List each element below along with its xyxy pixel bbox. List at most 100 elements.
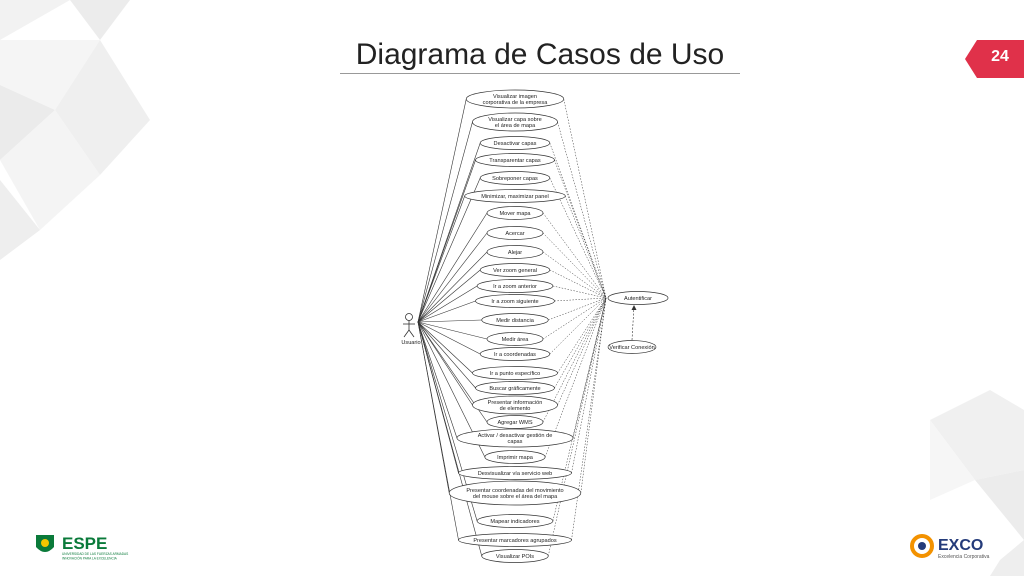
use-case-label: Desactivar capas — [494, 141, 537, 147]
use-case-label: Agregar WMS — [497, 420, 532, 426]
include-line — [580, 297, 607, 494]
actor-head — [405, 313, 413, 321]
association-line — [417, 321, 458, 439]
include-line — [554, 159, 607, 299]
slide-title: Diagrama de Casos de Uso — [355, 38, 725, 71]
exco-logo-sub: Excelencia Corporativa — [938, 554, 990, 560]
association-line — [417, 321, 488, 340]
association-line — [417, 321, 483, 557]
espe-logo-sub2: INNOVACIÓN PARA LA EXCELENCIA — [62, 556, 118, 561]
association-line — [417, 321, 473, 406]
use-case: Agregar WMS — [486, 415, 544, 429]
use-case: Acercar — [486, 226, 544, 240]
use-case: Imprimir mapa — [484, 450, 546, 464]
use-case-label: Ir a punto específico — [490, 371, 540, 377]
use-case-ellipse — [475, 294, 555, 308]
use-case-label: Sobreponer capas — [492, 176, 538, 182]
include-line — [571, 297, 607, 541]
association-line — [417, 269, 481, 323]
actor-leg-left — [403, 329, 410, 338]
include-line — [549, 142, 607, 299]
use-case-label: Ver zoom general — [493, 268, 537, 274]
title-underline — [340, 73, 740, 74]
use-case: Transparentar capas — [475, 153, 555, 167]
espe-logo-name: ESPE — [62, 534, 107, 553]
use-case-label: Medir área — [502, 337, 530, 343]
include-line — [554, 297, 607, 389]
exco-logo: EXCO Excelencia Corporativa — [910, 534, 990, 560]
use-case-ellipse — [475, 381, 555, 395]
association-line — [417, 319, 482, 323]
include-line — [557, 121, 607, 299]
use-case-ellipse — [476, 514, 554, 528]
use-case-ellipse — [486, 226, 544, 240]
use-case-ellipse — [479, 171, 551, 185]
association-line — [417, 300, 476, 323]
use-case-ellipse — [481, 313, 549, 327]
use-case: Ir a zoom siguiente — [475, 294, 555, 308]
include-line — [544, 297, 607, 458]
use-case-label: Buscar gráficamente — [489, 386, 540, 392]
use-case-label: Activar / desactivar gestión de — [478, 433, 553, 439]
use-case-ellipse — [472, 366, 558, 380]
association-line — [417, 232, 488, 323]
page-number: 24 — [991, 48, 1009, 65]
association-line — [417, 98, 467, 323]
use-case-ellipse — [484, 450, 546, 464]
use-case-ellipse — [476, 279, 554, 293]
use-case: Minimizar, maximizar panel — [464, 189, 566, 203]
actor-label: Usuario — [401, 340, 420, 346]
use-case: Buscar gráficamente — [475, 381, 555, 395]
use-case-label: Ir a coordenadas — [494, 352, 536, 358]
association-line — [417, 321, 481, 355]
use-case-label: Presentar coordenadas del movimiento — [466, 488, 563, 494]
include-line — [542, 251, 607, 299]
association-line — [417, 321, 459, 541]
include-line — [563, 98, 607, 299]
actor-leg-right — [408, 329, 415, 338]
arrow-head — [631, 305, 637, 310]
use-case: Alejar — [486, 245, 544, 259]
association-line — [417, 251, 488, 323]
include-line — [542, 297, 607, 423]
include-line — [548, 297, 607, 557]
use-case-label: Ir a zoom siguiente — [491, 299, 538, 305]
use-case: Mover mapa — [486, 206, 544, 220]
use-case: Mapear indicadores — [476, 514, 554, 528]
association-line — [417, 321, 473, 374]
association-line — [417, 285, 478, 323]
use-case-ellipse — [481, 549, 549, 563]
include-line — [549, 297, 607, 355]
use-case-autentificar: Autentificar — [607, 291, 669, 305]
association-line — [417, 159, 476, 323]
use-case-label: de elemento — [500, 406, 531, 412]
use-case-ellipse — [464, 189, 566, 203]
extend-line — [631, 305, 635, 341]
use-case: Ver zoom general — [479, 263, 551, 277]
use-case: Presentar marcadores agrupados — [458, 533, 572, 547]
use-case: Ir a coordenadas — [479, 347, 551, 361]
use-case: Ir a punto específico — [472, 366, 558, 380]
use-case-ellipse — [486, 415, 544, 429]
use-case-ellipse — [458, 533, 572, 547]
use-case-label: Visualizar capa sobre — [488, 117, 541, 123]
use-case: Medir área — [486, 332, 544, 346]
use-case-label: Verificar Conexión — [609, 345, 654, 351]
actor-usuario: Usuario — [401, 313, 421, 346]
use-case-label: Imprimir mapa — [497, 455, 534, 461]
include-line — [548, 297, 607, 321]
use-case-label: Autentificar — [624, 296, 652, 302]
use-case-label: Acercar — [505, 231, 524, 237]
use-case-label: Visualizar POIs — [496, 554, 534, 560]
use-case-label: capas — [508, 439, 523, 445]
espe-logo: ESPE UNIVERSIDAD DE LAS FUERZAS ARMADAS … — [36, 534, 128, 561]
include-line — [552, 285, 607, 299]
use-case-label: Transparentar capas — [489, 158, 541, 164]
use-case: Desvisualizar vía servicio web — [458, 466, 572, 480]
